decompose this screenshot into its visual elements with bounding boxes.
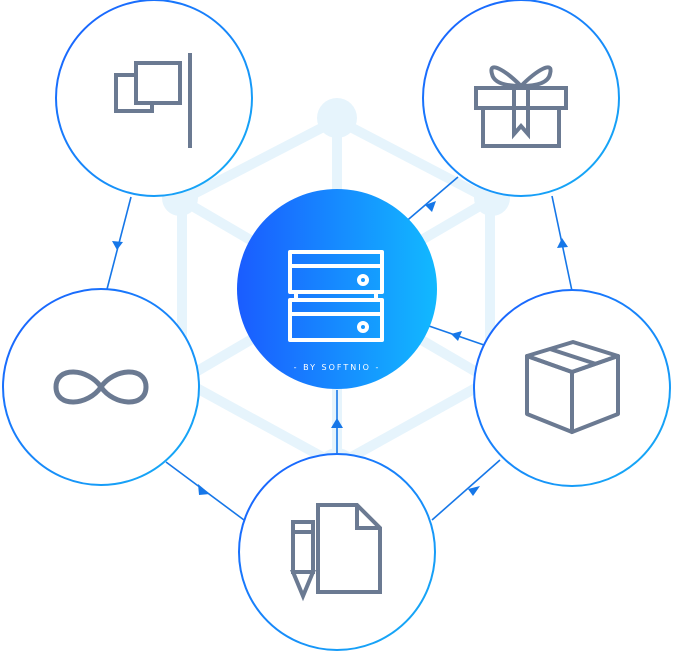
arrow-right-icon	[198, 484, 210, 495]
connector-gift-hub	[402, 176, 459, 225]
hub-caption: - BY SOFTNIO -	[294, 363, 381, 372]
node-document	[238, 453, 436, 651]
gift-icon	[474, 65, 568, 148]
package-box-icon	[525, 340, 620, 434]
node-box	[473, 289, 671, 487]
node-infinity	[2, 288, 200, 486]
server-stack-icon	[288, 250, 384, 342]
arrow-left-icon	[451, 331, 462, 341]
arrow-up-icon	[557, 238, 568, 248]
document-pencil-icon	[290, 503, 382, 602]
connector-box-document	[431, 459, 501, 521]
arrow-up-icon	[331, 418, 343, 428]
arrow-down-icon	[112, 241, 123, 250]
node-flag	[55, 0, 253, 197]
flag-icon	[114, 53, 192, 148]
arrow-left-icon	[425, 201, 436, 212]
arrow-left-icon	[468, 486, 480, 496]
connectors	[105, 176, 573, 521]
node-gift	[422, 0, 620, 197]
hub: - BY SOFTNIO -	[237, 189, 437, 389]
infinity-icon	[53, 369, 149, 405]
